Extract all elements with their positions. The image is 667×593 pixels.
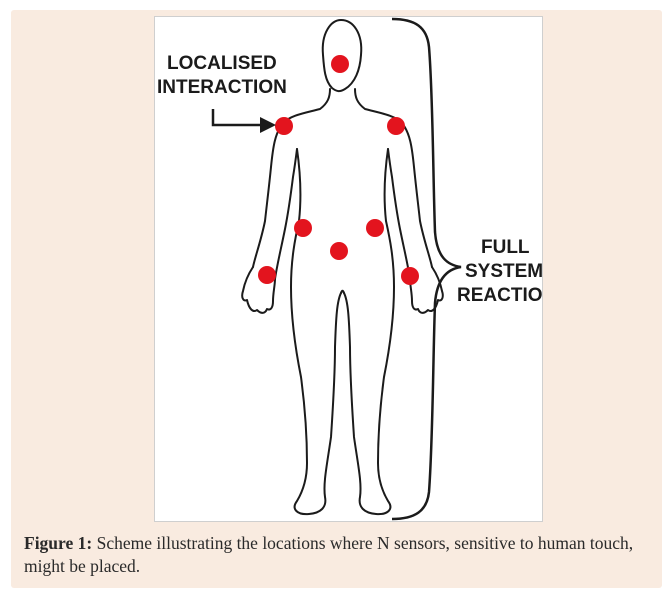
- sensor-right-hip: [366, 219, 384, 237]
- sensor-left-hand: [258, 266, 276, 284]
- sensor-right-hand: [401, 267, 419, 285]
- full-system-brace: [392, 19, 461, 519]
- localised-label-line1: LOCALISED: [167, 53, 277, 74]
- sensor-left-hip: [294, 219, 312, 237]
- figure-image: LOCALISED INTERACTION FULL SYSTEM REACTI…: [154, 16, 543, 522]
- sensor-left-shoulder: [275, 117, 293, 135]
- full-system-label-line1: FULL: [481, 237, 530, 258]
- full-system-label-line2: SYSTEM: [465, 261, 542, 282]
- localised-label-line2: INTERACTION: [157, 77, 287, 98]
- caption-text: Scheme illustrating the locations where …: [24, 533, 633, 576]
- caption-label: Figure 1:: [24, 533, 92, 553]
- sensor-face: [331, 55, 349, 73]
- sensor-abdomen: [330, 242, 348, 260]
- localised-arrow: [213, 109, 276, 133]
- figure-caption: Figure 1: Scheme illustrating the locati…: [24, 532, 654, 578]
- sensor-right-shoulder: [387, 117, 405, 135]
- full-system-label-line3: REACTION: [457, 285, 542, 306]
